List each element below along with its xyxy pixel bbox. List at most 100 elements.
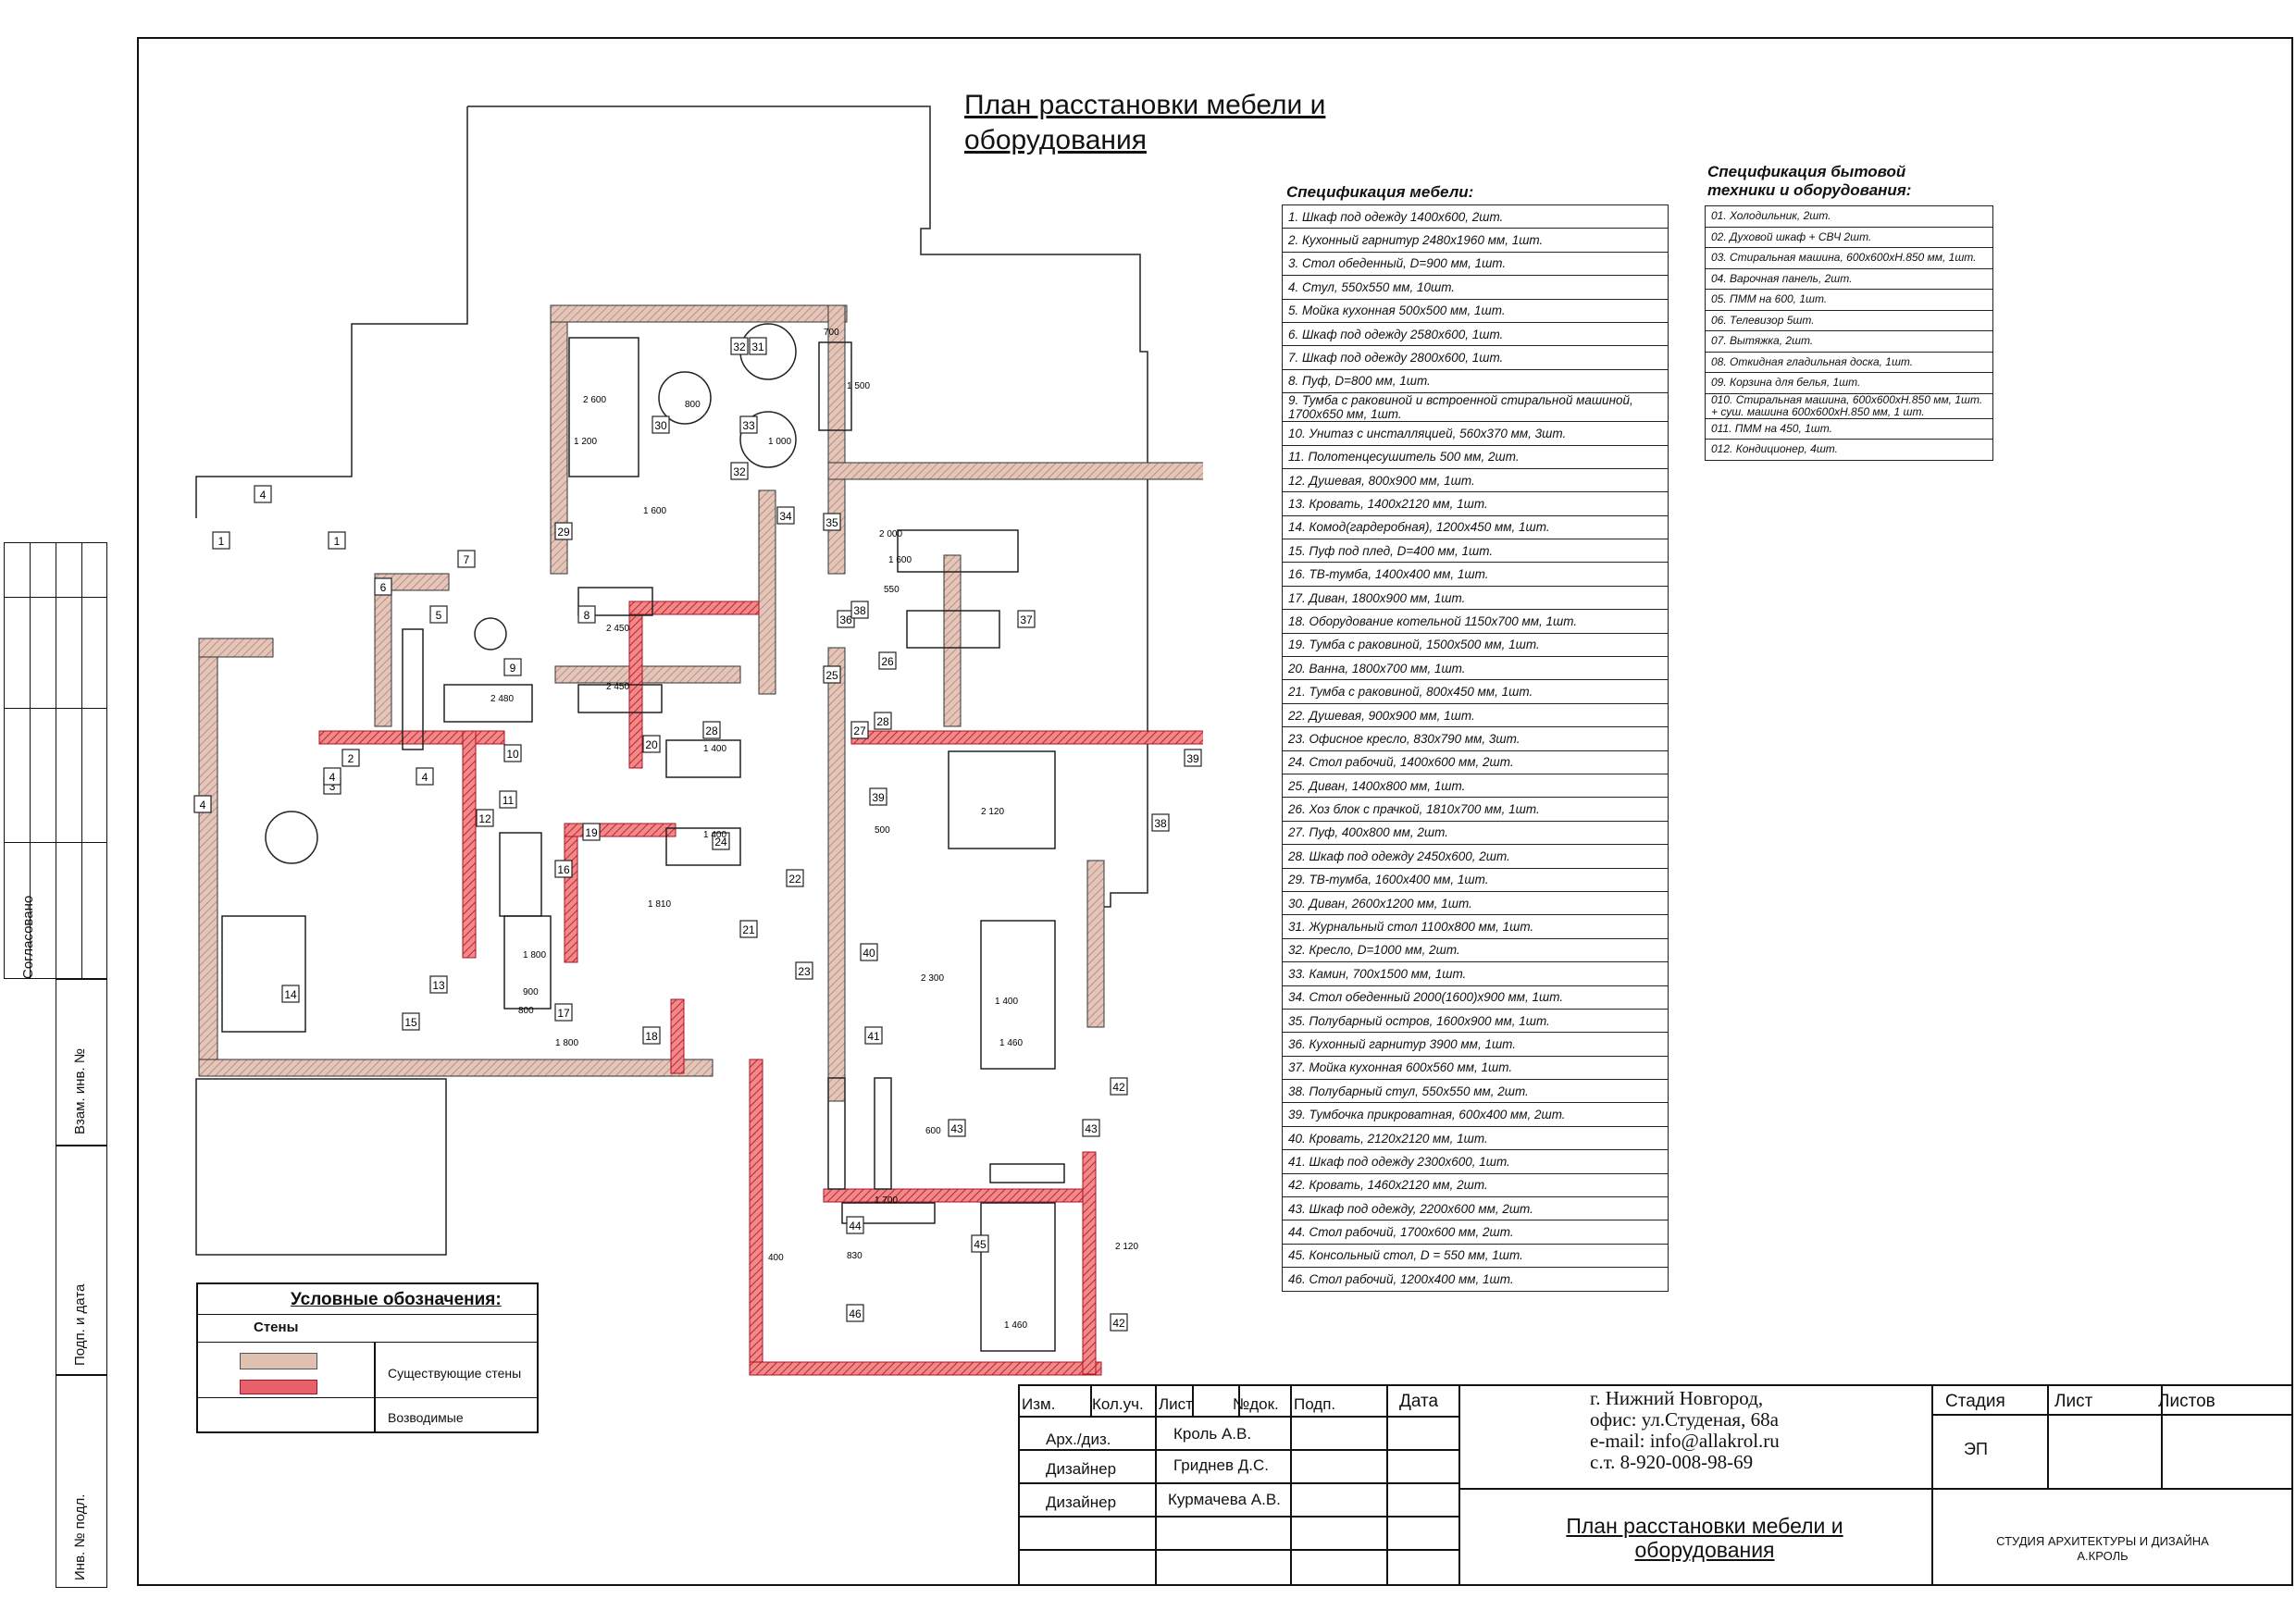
spec-item: 6. Шкаф под одежду 2580х600, 1шт. [1282,321,1669,347]
spec-row: 43. Шкаф под одежду, 2200х600 мм, 2шт. [1282,1196,1669,1221]
plan-marker-label: 42 [1112,1317,1125,1330]
spec-row: 44. Стол рабочий, 1700х600 мм, 2шт. [1282,1220,1669,1245]
plan-marker-label: 19 [585,826,598,839]
spec-row: 30. Диван, 2600х1200 мм, 1шт. [1282,890,1669,916]
plan-marker-box [374,577,392,596]
plan-dimension: 500 [875,825,890,836]
plan-dimension: 2 600 [583,395,606,405]
plan-marker-label: 11 [503,794,515,807]
plan-marker-box [429,975,448,994]
left-stamp: Согласовано Взам. инв. № Подп. и дата Ин… [4,542,107,1588]
plan-marker-label: 36 [839,613,852,626]
legend-subtitle: Стены [254,1319,299,1335]
spec-item: 29. ТВ-тумба, 1600х400 мм, 1шт. [1282,867,1669,892]
spec-item: 37. Мойка кухонная 600х560 мм, 1шт. [1282,1055,1669,1081]
spec-item: 06. Телевизор 5шт. [1705,309,1993,331]
plan-marker-box [1151,813,1170,832]
plan-marker-box [850,601,869,619]
plan-dimension: 1 700 [875,1196,898,1206]
spec-item: 13. Кровать, 1400х2120 мм, 1шт. [1282,491,1669,516]
plan-marker-label: 1 [334,535,341,548]
tb-stage-value: ЭП [1964,1440,1988,1458]
plan-marker-box [582,823,601,841]
tb-role-1: Арх./диз. [1046,1431,1111,1448]
spec-item: 2. Кухонный гарнитур 2480х1960 мм, 1шт. [1282,228,1669,253]
plan-dimension: 1 460 [1004,1320,1027,1331]
plan-marker-box [554,1003,573,1022]
spec-row: 01. Холодильник, 2шт. [1705,205,1993,228]
spec-item: 22. Душевая, 900х900 мм, 1шт. [1282,702,1669,728]
plan-marker-label: 46 [849,1307,862,1320]
plan-marker-label: 4 [329,771,336,784]
plan-marker-label: 6 [380,581,387,594]
spec-row: 13. Кровать, 1400х2120 мм, 1шт. [1282,491,1669,516]
spec-row: 07. Вытяжка, 2шт. [1705,330,1993,353]
plan-dimension: 1 600 [888,555,912,565]
spec-row: 9. Тумба с раковиной и встроенной стирал… [1282,392,1669,423]
plan-marker-label: 25 [825,669,838,682]
plan-dimension: 2 000 [879,529,902,539]
plan-marker-label: 5 [436,609,442,622]
equipment-title-line-1: Спецификация бытовой [1707,163,1906,180]
spec-row: 08. Откидная гладильная доска, 1шт. [1705,351,1993,373]
plan-marker-label: 10 [506,748,519,761]
spec-row: 6. Шкаф под одежду 2580х600, 1шт. [1282,321,1669,347]
equipment-title-line-2: техники и оборудования: [1707,181,1912,199]
legend: Условные обозначения: Стены Существующие… [196,1282,539,1433]
plan-marker-box [823,665,841,684]
spec-row: 24. Стол рабочий, 1400х600 мм, 2шт. [1282,750,1669,774]
plan-dimension: 1 800 [523,950,546,960]
spec-item: 32. Кресло, D=1000 мм, 2шт. [1282,937,1669,963]
plan-marker-label: 32 [733,465,746,478]
spec-item: 012. Кондиционер, 4шт. [1705,439,1993,461]
spec-row: 010. Стиральная машина, 600х600хН.850 мм… [1705,392,1993,419]
plan-marker-box [402,1012,420,1031]
tb-studio-2: А.КРОЛЬ [2077,1549,2128,1563]
spec-row: 4. Стул, 550х550 мм, 10шт. [1282,275,1669,300]
plan-marker-label: 15 [404,1016,417,1029]
spec-item: 40. Кровать, 2120х2120 мм, 1шт. [1282,1125,1669,1151]
plan-marker-box [776,506,795,525]
existing-wall-swatch [240,1353,317,1369]
plan-marker-label: 22 [788,873,801,886]
plan-marker-label: 7 [464,553,470,566]
spec-item: 35. Полубарный остров, 1600х900 мм, 1шт. [1282,1008,1669,1034]
plan-marker-label: 39 [1186,752,1199,765]
plan-marker-label: 23 [798,965,811,978]
spec-item: 17. Диван, 1800х900 мм, 1шт. [1282,585,1669,611]
plan-dimension: 2 450 [606,624,629,634]
spec-item: 3. Стол обеденный, D=900 мм, 1шт. [1282,251,1669,277]
inv-replace-label: Взам. инв. № [72,1048,88,1134]
tb-header-list: Лист [1159,1395,1193,1413]
plan-dimension: 800 [685,400,701,410]
spec-row: 42. Кровать, 1460х2120 мм, 2шт. [1282,1172,1669,1198]
spec-row: 12. Душевая, 800х900 мм, 1шт. [1282,467,1669,493]
plan-marker-box [193,795,212,813]
spec-item: 36. Кухонный гарнитур 3900 мм, 1шт. [1282,1032,1669,1057]
new-wall-label: Возводимые [388,1410,464,1425]
spec-row: 04. Варочная панель, 2шт. [1705,267,1993,290]
plan-marker-label: 41 [867,1030,880,1043]
plan-marker-box [712,832,730,850]
spec-item: 8. Пуф, D=800 мм, 1шт. [1282,368,1669,394]
spec-item: 09. Корзина для белья, 1шт. [1705,372,1993,394]
plan-marker-label: 9 [510,662,516,675]
tb-name-2: Гриднев Д.С. [1173,1456,1269,1474]
plan-dimension: 800 [518,1006,534,1016]
plan-dimension: 700 [824,328,839,338]
spec-row: 33. Камин, 700х1500 мм, 1шт. [1282,961,1669,986]
plan-marker-box [1110,1313,1128,1332]
plan-dimension: 1 460 [999,1038,1023,1048]
legend-title: Условные обозначения: [291,1290,502,1309]
plan-marker-label: 1 [218,535,225,548]
spec-item: 20. Ванна, 1800х700 мм, 1шт. [1282,656,1669,681]
tb-stage-label: Стадия [1945,1392,2005,1411]
plan-marker-label: 24 [714,836,727,849]
spec-row: 28. Шкаф под одежду 2450х600, 2шт. [1282,844,1669,869]
plan-marker-box [503,658,522,676]
spec-item: 04. Варочная панель, 2шт. [1705,267,1993,290]
plan-marker-box [730,462,749,480]
spec-item: 34. Стол обеденный 2000(1600)х900 мм, 1ш… [1282,985,1669,1010]
plan-marker-box [971,1234,989,1253]
